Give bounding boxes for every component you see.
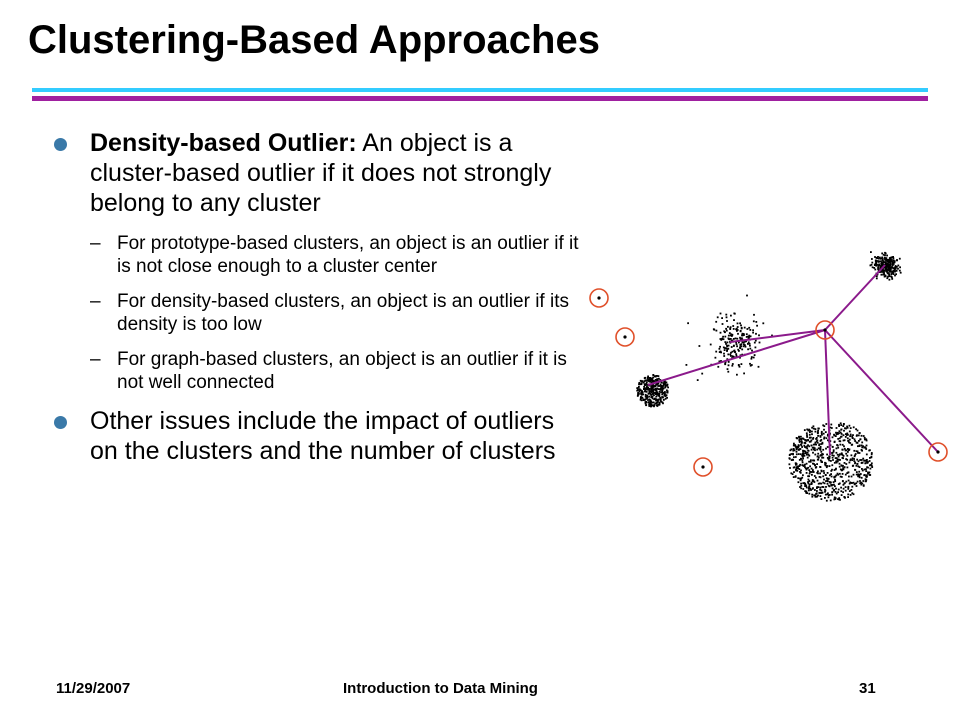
sub-item-prototype: – For prototype-based clusters, an objec… [90,232,580,278]
sub-marker: – [90,233,101,254]
bullet-text: An object is a cluster-based outlier if … [90,129,552,217]
bullet-marker [54,138,67,151]
sub-item-graph: – For graph-based clusters, an object is… [90,348,580,394]
footer-title: Introduction to Data Mining [343,680,538,697]
bullet-marker [54,416,67,429]
cluster-points [636,251,902,502]
footer-page-number: 31 [859,680,876,697]
bullet-list: Density-based Outlier: An object is a cl… [50,128,580,476]
sub-list: – For prototype-based clusters, an objec… [90,232,580,394]
slide-title: Clustering-Based Approaches [28,18,600,62]
title-rule-cyan [32,88,928,92]
sub-marker: – [90,349,101,370]
sub-item-text: For density-based clusters, an object is… [117,291,569,335]
bullet-other-issues: Other issues include the impact of outli… [50,406,580,466]
title-rule-purple [32,96,928,101]
outlier-markers [589,288,948,477]
sub-marker: – [90,291,101,312]
bullet-density-outlier: Density-based Outlier: An object is a cl… [50,128,580,394]
bullet-text: Other issues include the impact of outli… [90,407,556,465]
cluster-outlier-figure [589,251,948,502]
footer-date: 11/29/2007 [56,680,131,697]
sub-item-text: For prototype-based clusters, an object … [117,233,579,277]
bullet-heading: Density-based Outlier: [90,129,357,157]
sub-item-density: – For density-based clusters, an object … [90,290,580,336]
cluster-edges [647,264,939,456]
sub-item-text: For graph-based clusters, an object is a… [117,349,567,393]
